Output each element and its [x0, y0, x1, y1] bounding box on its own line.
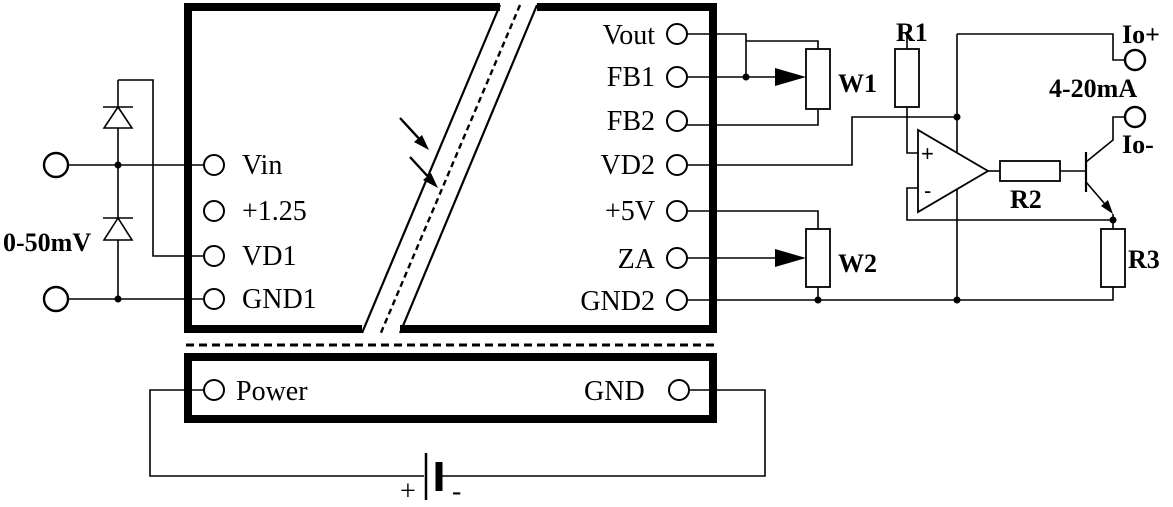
battery-loop: + - [149, 389, 766, 507]
opamp-triangle [917, 128, 990, 214]
gnd2-terminal[interactable] [666, 289, 688, 311]
opamp-plus-label: + [921, 141, 934, 166]
right-pin-label: VD2 [601, 150, 655, 181]
protection-diode-upper [102, 105, 134, 129]
battery-minus-label: - [452, 476, 461, 507]
r1-label: R1 [896, 18, 928, 47]
left-pin-label: VD1 [242, 241, 296, 272]
w2-label: W2 [838, 249, 877, 278]
input-terminal-negative[interactable] [42, 285, 70, 313]
right-pin-label: Vout [603, 20, 656, 51]
protection-diode-lower [102, 216, 134, 241]
ref-125-terminal[interactable] [203, 200, 225, 222]
output-pins: Vout FB1 FB2 VD2 +5V ZA GND2 [580, 20, 688, 317]
w2-potentiometer [805, 228, 831, 288]
opamp-minus-label: - [924, 178, 931, 203]
optical-coupling-arrow-top [399, 117, 429, 150]
w1-potentiometer [805, 48, 831, 110]
io-plus-terminal[interactable] [1123, 48, 1147, 72]
w1-label: W1 [838, 69, 877, 98]
r2-label: R2 [1010, 185, 1042, 214]
io-minus-terminal[interactable] [1123, 105, 1147, 129]
optical-coupling-arrow-bottom [409, 156, 438, 188]
right-pin-label: GND2 [580, 286, 655, 317]
output-circuit: W1 W2 R1 + - R2 [687, 18, 1160, 304]
vd1-terminal[interactable] [203, 245, 225, 267]
io-plus-label: Io+ [1122, 20, 1160, 49]
left-pin-label: +1.25 [242, 196, 307, 227]
input-terminal-positive[interactable] [42, 151, 70, 179]
input-network: 0-50mV Vin +1.25 VD1 GND1 [3, 79, 317, 315]
left-pin-label: GND1 [242, 284, 317, 315]
left-pin-label: Vin [242, 150, 282, 181]
io-minus-label: Io- [1122, 130, 1154, 159]
gnd1-terminal[interactable] [203, 288, 225, 310]
vin-terminal[interactable] [203, 154, 225, 176]
r1-resistor [894, 48, 920, 108]
fb2-terminal[interactable] [666, 110, 688, 132]
right-pin-label: FB2 [607, 106, 655, 137]
fb1-terminal[interactable] [666, 66, 688, 88]
right-pin-label: +5V [605, 196, 655, 227]
gnd-terminal[interactable] [668, 379, 690, 401]
r2-resistor [999, 160, 1061, 182]
gnd-pin-label: GND [584, 376, 645, 407]
output-transistor [1084, 116, 1124, 229]
vout-terminal[interactable] [666, 23, 688, 45]
output-range-label: 4-20mA [1049, 74, 1137, 103]
right-pin-label: ZA [618, 244, 656, 275]
battery-plus-label: + [400, 476, 416, 507]
r3-resistor [1100, 228, 1126, 288]
r3-label: R3 [1128, 245, 1160, 274]
power-pin-label: Power [236, 376, 308, 407]
power-terminal[interactable] [203, 379, 225, 401]
power-module: Power GND [184, 353, 717, 423]
right-pin-label: FB1 [607, 62, 655, 93]
module-housing [184, 3, 717, 336]
za-terminal[interactable] [666, 247, 688, 269]
plus5v-terminal[interactable] [666, 200, 688, 222]
vd2-terminal[interactable] [666, 154, 688, 176]
input-range-label: 0-50mV [3, 228, 91, 257]
